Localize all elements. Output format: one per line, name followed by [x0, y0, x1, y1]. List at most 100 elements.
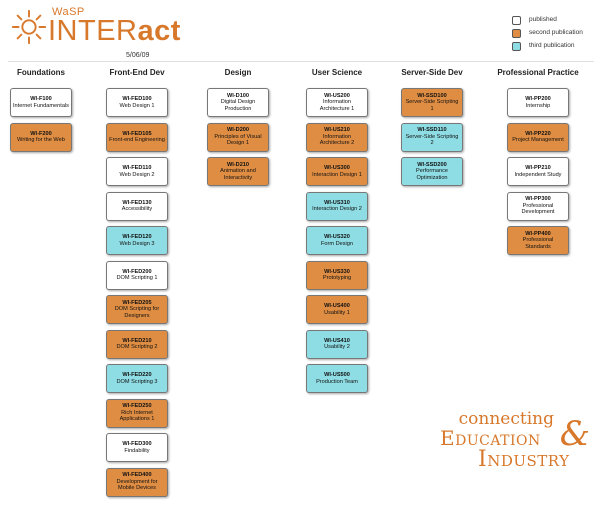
revision-date: 5/06/09: [126, 52, 150, 59]
course-code: WI-FED130: [122, 199, 152, 206]
course-code: WI-FED250: [122, 403, 152, 410]
course-code: WI-SSD110: [417, 127, 447, 134]
course-code: WI-FED110: [122, 165, 152, 172]
course-title: Animation and Interactivity: [220, 168, 256, 181]
column-heading: User Science: [311, 68, 363, 77]
course-title: Development for Mobile Devices: [116, 478, 158, 492]
course-title: Accessibility: [121, 206, 153, 212]
course-code: WI-PP220: [525, 130, 551, 137]
tagline: connecting Education & Industry: [440, 410, 592, 476]
course-title: Server-Side Scripting 1: [405, 99, 459, 112]
course-code: WI-FED220: [122, 372, 152, 379]
course-title: Principles of Visual Design 1: [214, 133, 262, 147]
course-code: WI-SSD200: [417, 161, 447, 168]
course-title: DOM Scripting 2: [116, 344, 158, 350]
interact-logo: WaSP INTERact 5/06/09: [10, 2, 180, 62]
course-code: WI-F200: [30, 130, 52, 137]
tagline-industry: Industry: [478, 447, 570, 472]
course-title: Rich Internet Applications 1: [119, 409, 155, 423]
course-title: Internship: [525, 102, 551, 109]
course-title: Independent Study: [514, 171, 562, 178]
header-divider: [8, 61, 594, 62]
course-code: WI-US300: [324, 165, 350, 172]
course-code: WI-FED400: [122, 472, 152, 479]
course-title: Form Design: [320, 240, 354, 247]
course-code: WI-F100: [30, 96, 52, 103]
course-code: WI-US320: [324, 234, 350, 241]
course-title: Interaction Design 1: [312, 171, 362, 178]
column-heading: Professional Practice: [497, 68, 579, 77]
course-title: Professional Standards: [522, 237, 554, 250]
logo-wordmark: INTERact: [48, 16, 181, 46]
course-code: WI-FED120: [122, 234, 152, 241]
course-code: WI-PP300: [525, 196, 551, 203]
course-code: WI-US500: [324, 372, 350, 379]
course-code: WI-FED205: [122, 299, 152, 306]
course-code: WI-US200: [324, 92, 350, 99]
course-title: Usability 1: [324, 309, 350, 316]
course-code: WI-PP400: [525, 230, 551, 237]
course-code: WI-PP210: [525, 165, 551, 172]
course-code: WI-D210: [226, 161, 250, 168]
course-title: Prototyping: [322, 275, 352, 281]
course-code: WI-US330: [324, 268, 350, 275]
column-heading: Design: [224, 68, 252, 77]
course-code: WI-FED105: [122, 130, 152, 137]
course-title: Digital Design Production: [220, 99, 256, 112]
legend-label-second: second publication: [529, 29, 583, 36]
sun-logo-icon: [11, 9, 47, 45]
course-code: WI-FED300: [122, 441, 152, 448]
column-heading: Server-Side Dev: [401, 68, 463, 77]
course-code: WI-SSD100: [417, 92, 447, 99]
course-title: Findability: [124, 447, 150, 454]
logo-wordmark-bold: act: [137, 15, 181, 47]
course-title: Production Team: [316, 378, 358, 385]
course-code: WI-US210: [324, 127, 350, 134]
course-title: DOM Scripting 3: [116, 378, 158, 385]
course-title: Professional Development: [521, 202, 555, 216]
course-title: Server-Side Scripting 2: [405, 133, 459, 147]
course-code: WI-D100: [226, 92, 250, 99]
course-title: Writing for the Web: [17, 137, 65, 143]
course-title: Information Architecture 1: [319, 99, 355, 112]
legend-swatch-published: [512, 16, 521, 25]
course-title: Front-end Engineering: [109, 137, 165, 143]
course-title: Web Design 3: [119, 240, 155, 247]
tagline-ampersand: &: [559, 414, 590, 454]
column-heading: Foundations: [17, 68, 65, 77]
